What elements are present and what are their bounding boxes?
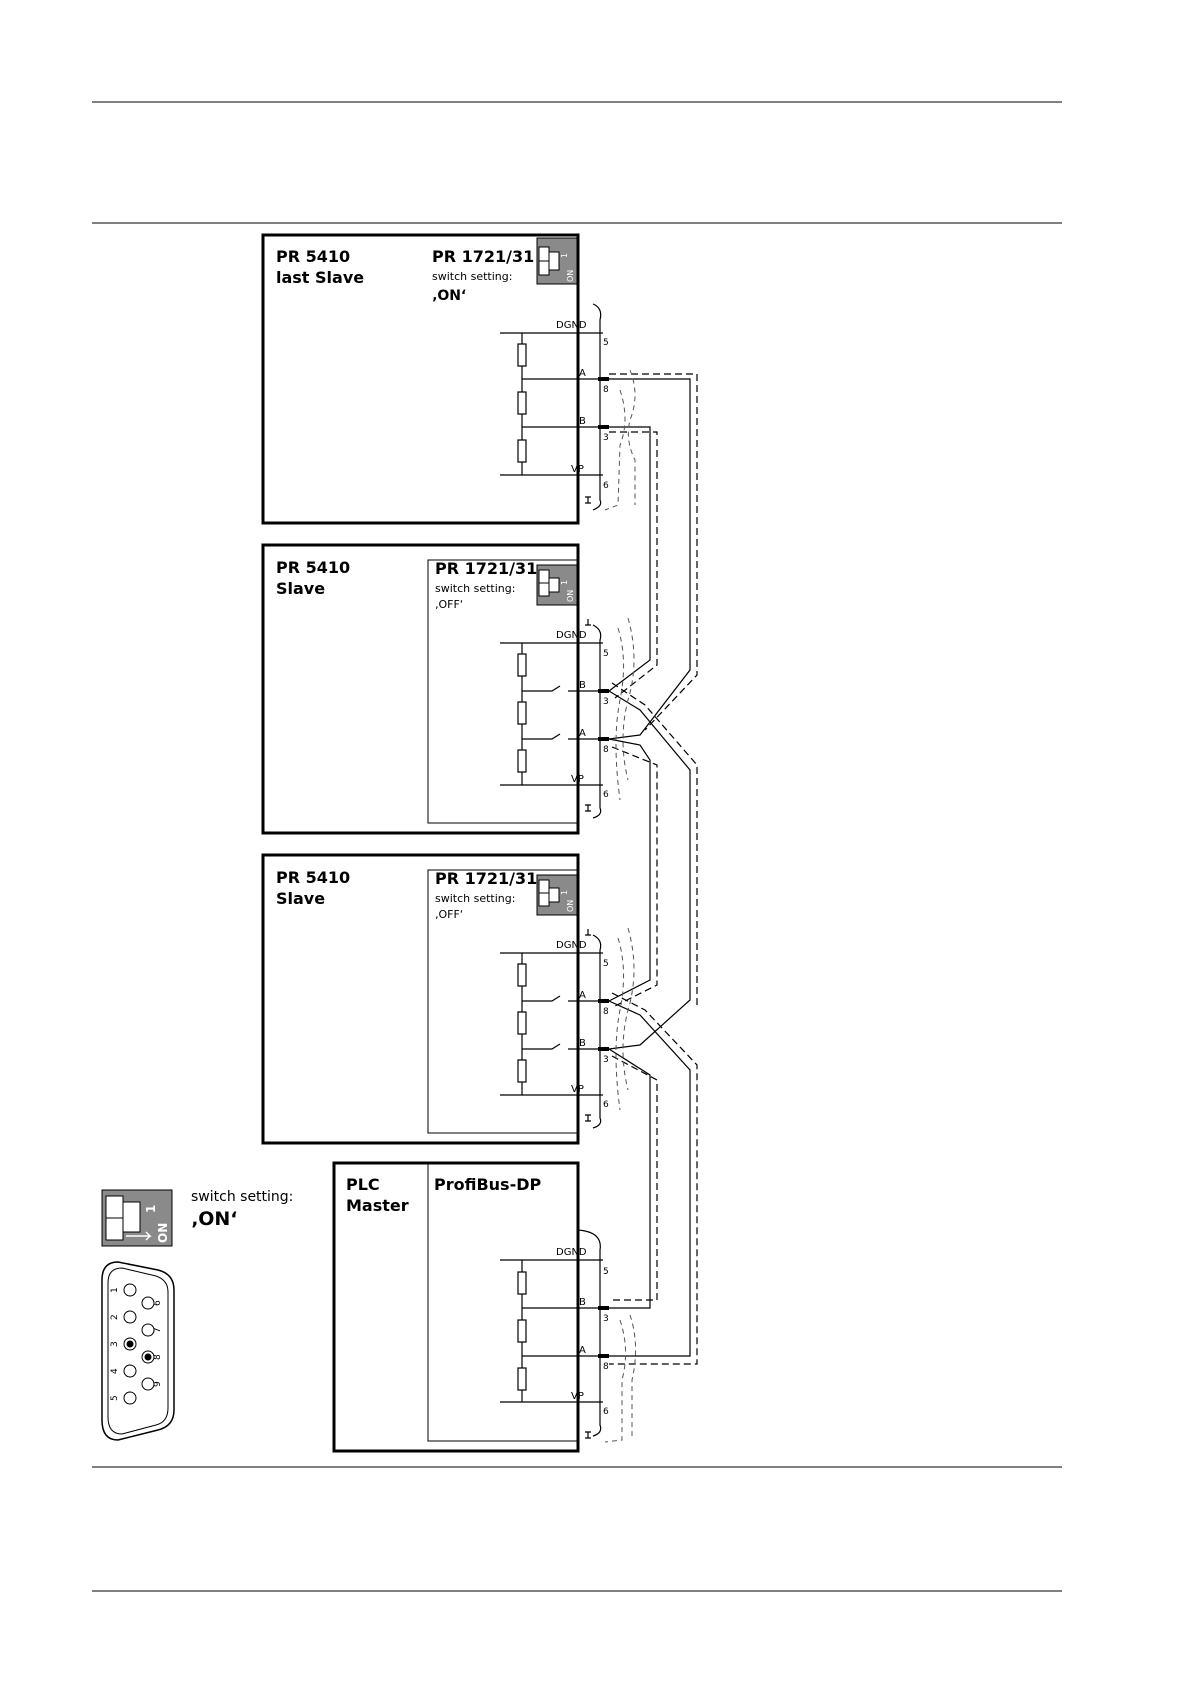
db9-pin-6: [141, 1296, 155, 1310]
module-1-pin-3: 3: [603, 433, 609, 443]
module-2-pin-4: 6: [603, 790, 609, 800]
module-4-pin-4: 6: [603, 1407, 609, 1417]
module-2-switch-state: ‚OFF‘: [435, 598, 463, 611]
db9-pin-9: [141, 1377, 155, 1391]
db9-pin-1: [123, 1283, 137, 1297]
module-slave-1: PR 5410 Slave PR 1721/31 switch setting:…: [261, 543, 609, 835]
svg-text:1: 1: [560, 580, 569, 585]
db9-pin-label-7: 7: [153, 1327, 163, 1333]
module-2-signal-2: B: [579, 680, 586, 691]
module-3-housing: [261, 853, 580, 1145]
module-3-signal-3: B: [579, 1038, 586, 1049]
module-2-pin-3: 8: [603, 745, 609, 755]
db9-pin-label-9: 9: [153, 1381, 163, 1387]
module-3-pin-4: 6: [603, 1100, 609, 1110]
module-3-pin-3: 3: [603, 1055, 609, 1065]
module-1-signal-4: VP: [571, 464, 584, 475]
module-4-device: PLC: [346, 1175, 380, 1194]
module-2-pin-1: 5: [603, 649, 609, 659]
module-4-signal-3: A: [579, 1345, 586, 1356]
db9-pin-label-8: 8: [153, 1354, 163, 1360]
db9-pin-label-1: 1: [110, 1287, 120, 1293]
module-1-switch-label: switch setting:: [432, 270, 512, 283]
svg-text:1: 1: [560, 253, 569, 258]
module-3-dip-switch-icon: 1 ON: [536, 874, 578, 916]
module-2-dip-switch-icon: 1 ON: [536, 564, 578, 606]
legend-switch-on: ON: [156, 1223, 170, 1243]
module-2-role: Slave: [276, 579, 325, 598]
db9-pin-8-active-dot: [144, 1353, 152, 1361]
module-3-switch-state: ‚OFF‘: [435, 908, 463, 921]
module-1-pin-1: 5: [603, 338, 609, 348]
svg-text:ON: ON: [566, 270, 575, 282]
module-2-signal-4: VP: [571, 774, 584, 785]
module-3-signal-1: DGND: [556, 940, 587, 951]
db9-pin-label-3: 3: [110, 1341, 120, 1347]
module-3-switch-label: switch setting:: [435, 892, 515, 905]
module-2-signal-1: DGND: [556, 630, 587, 641]
module-1-switch-state: ‚ON‘: [432, 288, 466, 304]
legend-switch-state: ‚ON‘: [191, 1208, 238, 1230]
db9-pin-4: [123, 1364, 137, 1378]
module-3-pin-2: 8: [603, 1007, 609, 1017]
module-4-card: ProfiBus-DP: [434, 1175, 542, 1194]
module-4-signal-4: VP: [571, 1391, 584, 1402]
module-2-signal-3: A: [579, 728, 586, 739]
module-2-switch-label: switch setting:: [435, 582, 515, 595]
db9-pin-3-active-dot: [126, 1340, 134, 1348]
db9-pin-label-4: 4: [110, 1368, 120, 1374]
db9-pin-label-2: 2: [110, 1314, 120, 1320]
module-4-pin-2: 3: [603, 1314, 609, 1324]
module-1-device: PR 5410: [276, 247, 350, 266]
module-1-signal-3: B: [579, 416, 586, 427]
module-plc-master: PLC Master ProfiBus-DP DGND B A VP 5 3 8…: [332, 1161, 609, 1453]
module-1-signal-1: DGND: [556, 320, 587, 331]
legend-switch-label: switch setting:: [191, 1189, 293, 1205]
legend-switch: 1 ON switch setting: ‚ON‘: [101, 1189, 293, 1247]
module-4-pin-3: 8: [603, 1362, 609, 1372]
db9-pin-label-5: 5: [110, 1395, 120, 1401]
module-3-card: PR 1721/31: [435, 869, 537, 888]
legend-switch-number: 1: [144, 1205, 158, 1213]
module-slave-2: PR 5410 Slave PR 1721/31 switch setting:…: [261, 853, 609, 1145]
module-4-role: Master: [346, 1196, 409, 1215]
module-3-device: PR 5410: [276, 868, 350, 887]
svg-text:1: 1: [560, 890, 569, 895]
module-3-signal-2: A: [579, 990, 586, 1001]
module-3-pin-1: 5: [603, 959, 609, 969]
bus-cable: [604, 369, 698, 1443]
module-last-slave: PR 5410 last Slave PR 1721/31 switch set…: [261, 233, 609, 525]
module-1-card: PR 1721/31: [432, 247, 534, 266]
svg-text:ON: ON: [566, 590, 575, 602]
module-3-role: Slave: [276, 889, 325, 908]
db9-pin-label-6: 6: [153, 1300, 163, 1306]
module-1-dip-switch-icon: 1 ON: [536, 237, 578, 285]
module-1-pin-4: 6: [603, 481, 609, 491]
db9-pin-2: [123, 1310, 137, 1324]
module-1-role: last Slave: [276, 268, 364, 287]
module-2-housing: [261, 543, 580, 835]
legend-db9-connector-icon: 1 2 3 4 5 6 7 8 9: [101, 1261, 175, 1441]
svg-text:ON: ON: [566, 900, 575, 912]
module-2-device: PR 5410: [276, 558, 350, 577]
db9-pin-7: [141, 1323, 155, 1337]
module-3-signal-4: VP: [571, 1084, 584, 1095]
module-4-signal-1: DGND: [556, 1247, 587, 1258]
module-1-pin-2: 8: [603, 385, 609, 395]
legend-dip-switch-icon: 1 ON: [101, 1189, 173, 1247]
db9-pin-5: [123, 1391, 137, 1405]
module-4-signal-2: B: [579, 1297, 586, 1308]
module-4-pin-1: 5: [603, 1267, 609, 1277]
module-2-pin-2: 3: [603, 697, 609, 707]
module-2-card: PR 1721/31: [435, 559, 537, 578]
module-1-signal-2: A: [579, 368, 586, 379]
